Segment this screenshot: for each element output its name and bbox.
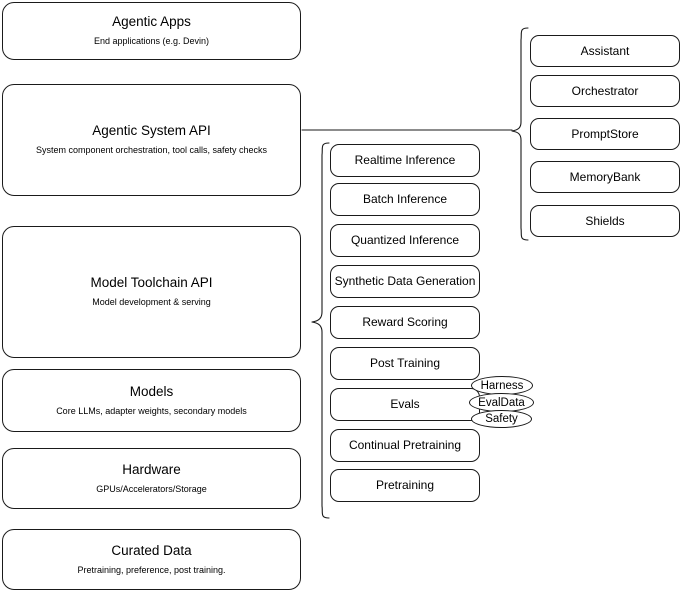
toolchain-item-label: Evals — [390, 397, 420, 411]
system-item-label: Orchestrator — [571, 83, 639, 98]
layer-title: Agentic Apps — [112, 14, 191, 30]
layer-title: Model Toolchain API — [90, 275, 213, 291]
layer-hardware[interactable]: Hardware GPUs/Accelerators/Storage — [2, 448, 301, 509]
system-item-label: Assistant — [580, 43, 630, 58]
toolchain-item-realtime-inference[interactable]: Realtime Inference — [330, 144, 480, 177]
system-item-label: PromptStore — [571, 126, 639, 141]
toolchain-item-quantized-inference[interactable]: Quantized Inference — [330, 224, 480, 257]
toolchain-item-label: Continual Pretraining — [348, 438, 462, 452]
layer-model-toolchain-api[interactable]: Model Toolchain API Model development & … — [2, 226, 301, 358]
toolchain-item-label: Post Training — [369, 356, 441, 370]
toolchain-item-post-training[interactable]: Post Training — [330, 347, 480, 380]
layer-subtitle: Model development & serving — [92, 297, 211, 308]
system-item-assistant[interactable]: Assistant — [530, 35, 680, 67]
toolchain-components-brace — [311, 142, 330, 519]
eval-tag-safety[interactable]: Safety — [471, 410, 532, 428]
system-item-label: Shields — [585, 213, 625, 228]
layer-models[interactable]: Models Core LLMs, adapter weights, secon… — [2, 369, 301, 432]
toolchain-item-evals[interactable]: Evals — [330, 388, 480, 421]
layer-subtitle: End applications (e.g. Devin) — [93, 36, 210, 47]
layer-curated-data[interactable]: Curated Data Pretraining, preference, po… — [2, 529, 301, 590]
toolchain-item-batch-inference[interactable]: Batch Inference — [330, 183, 480, 216]
toolchain-item-label: Pretraining — [375, 478, 435, 492]
system-item-memorybank[interactable]: MemoryBank — [530, 161, 680, 193]
layer-title: Curated Data — [111, 542, 192, 558]
system-item-shields[interactable]: Shields — [530, 205, 680, 237]
toolchain-item-synthetic-data-generation[interactable]: Synthetic Data Generation — [330, 265, 480, 298]
layer-agentic-apps[interactable]: Agentic Apps End applications (e.g. Devi… — [2, 2, 301, 60]
layer-title: Hardware — [122, 461, 181, 477]
toolchain-item-pretraining[interactable]: Pretraining — [330, 469, 480, 502]
layer-subtitle: Pretraining, preference, post training. — [77, 564, 226, 575]
layer-title: Models — [129, 383, 174, 399]
layer-subtitle: Core LLMs, adapter weights, secondary mo… — [56, 405, 247, 416]
toolchain-item-label: Quantized Inference — [350, 233, 460, 247]
layer-subtitle: System component orchestration, tool cal… — [35, 145, 268, 156]
layer-agentic-system-api[interactable]: Agentic System API System component orch… — [2, 84, 301, 196]
toolchain-item-label: Reward Scoring — [362, 315, 448, 329]
toolchain-item-label: Realtime Inference — [354, 153, 456, 167]
toolchain-item-label: Synthetic Data Generation — [334, 274, 476, 288]
system-item-label: MemoryBank — [569, 169, 641, 184]
layer-subtitle: GPUs/Accelerators/Storage — [96, 483, 207, 494]
toolchain-item-continual-pretraining[interactable]: Continual Pretraining — [330, 429, 480, 462]
system-item-promptstore[interactable]: PromptStore — [530, 118, 680, 150]
toolchain-item-label: Batch Inference — [362, 192, 448, 206]
layer-title: Agentic System API — [92, 123, 211, 139]
system-item-orchestrator[interactable]: Orchestrator — [530, 75, 680, 107]
system-components-brace — [511, 27, 529, 241]
toolchain-item-reward-scoring[interactable]: Reward Scoring — [330, 306, 480, 339]
